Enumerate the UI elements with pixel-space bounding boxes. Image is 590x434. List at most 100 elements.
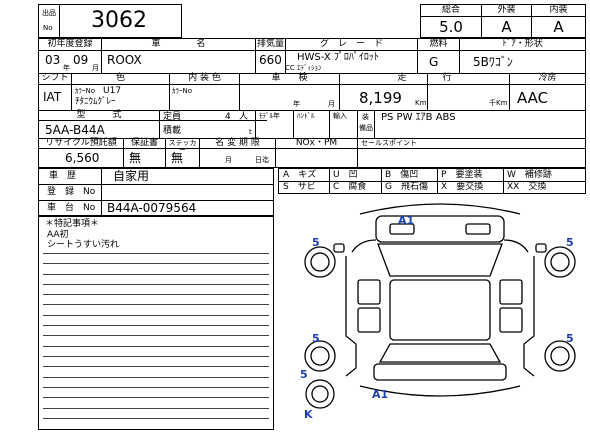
label-shift: シフト [41,73,69,83]
label-load: 積載 [163,126,182,136]
label-fuel: 燃料 [429,39,448,49]
label-recycle: リサイクル預託額 [45,138,117,148]
lot-box: 出品 No 3062 [38,4,182,38]
legend-b: B 傷凹 [385,170,419,180]
first-reg-month: 09 [73,53,89,67]
label-handle: ﾊﾝﾄﾞﾙ [297,112,315,120]
grade-overall: 5.0 [439,18,463,36]
lot-label-bottom: No [43,24,53,32]
label-interior-color: 内 装 色 [188,73,221,83]
label-equip-top: 装 [362,113,369,121]
note-ruled-line [43,304,269,305]
warranty: 無 [129,151,142,165]
note-ruled-line [43,418,269,419]
grade-line1: HWS-X ﾌﾟﾛﾊﾟｲﾛｯﾄ [297,52,379,63]
deadline-day: 日迄 [255,156,269,164]
note-ruled-line [43,274,269,275]
mileage: 8,199 [359,89,402,107]
usage: 自家用 [113,169,150,183]
note-ruled-line [43,335,269,336]
label-door-shape: ﾄﾞｱ・形状 [502,39,543,49]
ac: AAC [517,89,549,107]
mark-rr-wheel: 5 [566,332,574,345]
mileage-unit: Km [415,99,427,107]
capacity-unit: 人 [239,112,249,122]
lot-label-top: 出品 [42,9,56,17]
note-ruled-line [43,366,269,367]
legend-x: X 要交換 [441,182,484,192]
label-first-registration: 初年度登録 [47,39,93,49]
note-ruled-line [43,294,269,295]
label-nox: NOx・PM [295,138,338,148]
label-registration: 登 録 No [47,187,96,197]
grade-interior: A [553,18,564,36]
legend-xx: XX 交換 [507,182,547,192]
mark-fr-wheel: 5 [566,236,574,249]
mark-front-top: A1 [398,214,414,227]
label-ac: 冷房 [538,73,557,83]
label-sales-point: セールスポイント [361,139,417,147]
label-model-year: ﾓﾃﾞﾙ年 [259,112,280,120]
fuel: G [429,55,439,69]
mileage-unit-thousand: 千Km [489,99,508,107]
notes-title: ＊特記事項＊ [45,219,100,229]
legend-box: A キズ U 凹 B 傷凹 P 要塗装 W 補修跡 S サビ C 腐食 G 飛石… [278,168,586,194]
grade-line2: ｴﾃﾞｨｼｮﾝ [297,64,322,72]
notes-line-1: AA初 [47,230,69,240]
note-ruled-line [43,387,269,388]
note-ruled-line [43,408,269,409]
label-equip-bottom: 備品 [359,124,373,132]
label-deadline: 名 変 期 限 [215,138,260,148]
spec-grid: 初年度登録 車 名 排気量 グ レ ー ド 燃料 ﾄﾞｱ・形状 03 年 09 … [38,38,586,168]
legend-w: W 補修跡 [507,170,552,180]
legend-g: G 飛石傷 [385,182,429,192]
mark-fl-wheel: 5 [312,236,320,249]
label-capacity: 定員 [163,112,182,122]
car-diagram: A1 5 5 5 5 5 A1 K [300,203,576,421]
mark-spare-top: 5 [300,368,308,381]
mark-rl-wheel: 5 [312,332,320,345]
first-reg-year-unit: 年 [63,64,70,72]
car-name: ROOX [107,53,142,67]
label-color: 色 [115,73,125,83]
legend-s: S サビ [283,182,316,192]
label-chassis: 車 台 No [47,203,96,213]
note-ruled-line [43,253,269,254]
mark-spare-bottom: K [304,408,313,421]
load-unit: t [249,128,252,136]
door-shape: 5Bﾜｺﾞﾝ [473,55,513,69]
label-grade: グ レ ー ド [319,39,383,49]
note-ruled-line [43,315,269,316]
displacement: 660 [259,53,282,67]
color-name: ﾁﾀﾆｳﾑｸﾞﾚｰ [75,97,116,107]
capacity: 4 [225,112,231,122]
model: 5AA-B44A [45,123,105,137]
legend-p: P 要塗装 [441,170,483,180]
color-no: U17 [103,86,122,96]
grade-overall-label: 総合 [441,5,460,15]
label-warranty: 保証書 [130,138,158,148]
deadline-month: 月 [225,156,232,164]
color-no-label: ｶﾗｰNo [75,87,96,95]
sticker: 無 [171,151,184,165]
legend-a: A キズ [283,170,317,180]
history-box: 車 歴 自家用 登 録 No 車 台 No B44A-0079564 [38,168,274,216]
first-reg-month-unit: 月 [92,64,99,72]
grade-exterior-label: 外装 [497,5,516,15]
recycle: 6,560 [65,151,100,165]
note-ruled-line [43,284,269,285]
note-ruled-line [43,397,269,398]
legend-u: U 凹 [333,170,358,180]
shift: IAT [43,90,62,104]
grade-interior-label: 内装 [549,5,568,15]
notes-box: ＊特記事項＊ AA初 シートうすい汚れ [38,216,274,430]
label-import: 輸入 [333,112,347,120]
note-ruled-line [43,356,269,357]
first-reg-year: 03 [45,53,61,67]
note-ruled-line [43,377,269,378]
label-model: 型 式 [76,110,122,120]
label-inspection: 車 検 [271,73,308,83]
grades-box: 総合 外装 内装 5.0 A A [420,4,586,38]
label-sticker: ステッカー [168,139,197,154]
note-ruled-line [43,325,269,326]
